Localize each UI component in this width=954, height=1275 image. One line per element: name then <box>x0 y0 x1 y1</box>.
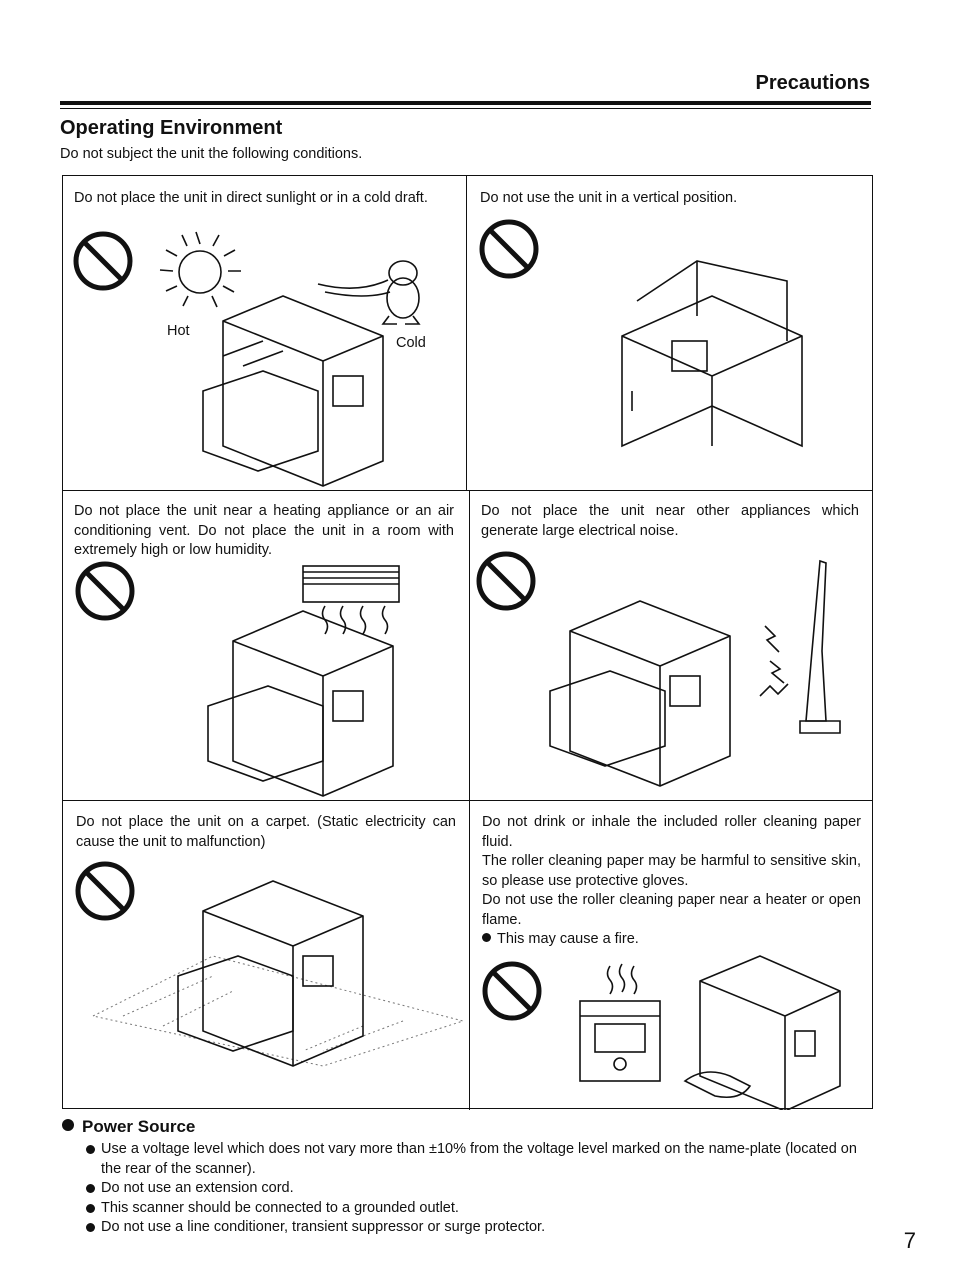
hot-label: Hot <box>167 323 190 339</box>
page-number: 7 <box>903 1228 916 1253</box>
penguin-icon <box>317 260 421 325</box>
bullet-dot <box>482 933 491 942</box>
cell-5-illustration <box>75 861 465 1067</box>
grid-divider-row-2 <box>63 800 873 801</box>
list-item: This scanner should be connected to a gr… <box>86 1199 878 1219</box>
cell-6-text: Do not drink or inhale the included roll… <box>482 813 861 950</box>
cell-2-text: Do not use the unit in a vertical positi… <box>480 190 738 206</box>
cell-6-bullet: This may cause a fire. <box>482 930 861 950</box>
bullet-dot <box>86 1145 95 1154</box>
prohibition-icon <box>75 861 135 921</box>
power-item-text: Use a voltage level which does not vary … <box>101 1141 857 1177</box>
conditions-grid: Do not place the unit in direct sunlight… <box>62 175 873 1110</box>
cell-3-illustration <box>75 561 400 797</box>
prohibition-icon <box>479 219 539 279</box>
grid-divider-row-1 <box>63 490 873 491</box>
prohibition-icon <box>476 551 536 611</box>
prohibition-icon <box>482 961 542 1021</box>
bullet-dot <box>86 1203 95 1213</box>
header-rule-thin <box>60 108 871 109</box>
scanner-illustration <box>207 610 394 797</box>
cell-3-text: Do not place the unit near a heating app… <box>74 503 454 558</box>
cell-6-line-3: Do not use the roller cleaning paper nea… <box>482 892 861 928</box>
heater-icon <box>579 963 661 1082</box>
scanner-illustration <box>699 955 841 1110</box>
list-item: Use a voltage level which does not vary … <box>86 1140 878 1179</box>
prohibition-icon <box>75 561 135 621</box>
bullet-dot <box>86 1223 95 1232</box>
grid-divider-vertical-top <box>466 176 467 490</box>
section-subtitle: Do not subject the unit the following co… <box>60 146 363 162</box>
header-rule-thick <box>60 101 871 105</box>
cell-6-line-1: Do not drink or inhale the included roll… <box>482 814 861 850</box>
power-item-text: This scanner should be connected to a gr… <box>101 1199 459 1216</box>
cell-1-illustration: Hot Cold <box>73 231 426 487</box>
section-title: Operating Environment <box>60 117 283 139</box>
carpet-pattern <box>91 955 465 1067</box>
prohibition-icon <box>73 231 133 291</box>
cell-6-line-2: The roller cleaning paper may be harmful… <box>482 853 861 889</box>
header-title: Precautions <box>755 72 870 94</box>
power-item-text: Do not use an extension cord. <box>101 1180 294 1196</box>
cold-label: Cold <box>396 335 426 351</box>
cell-2-illustration <box>479 219 803 448</box>
cell-5-text: Do not place the unit on a carpet. (Stat… <box>76 814 456 850</box>
power-source-title-text: Power Source <box>82 1117 196 1136</box>
list-item: Do not use a line conditioner, transient… <box>86 1218 878 1238</box>
cell-6-illustration <box>482 955 841 1110</box>
vacuum-cleaner-icon <box>759 559 841 734</box>
cell-6-bullet-text: This may cause a fire. <box>497 931 639 947</box>
power-source-list: Use a voltage level which does not vary … <box>86 1140 878 1238</box>
bullet-dot <box>86 1184 95 1193</box>
scanner-illustration <box>621 260 803 448</box>
sun-icon <box>159 231 241 308</box>
bullet-dot <box>62 1119 74 1131</box>
air-conditioner-icon <box>302 565 400 635</box>
list-item: Do not use an extension cord. <box>86 1179 878 1199</box>
cell-1-text: Do not place the unit in direct sunlight… <box>74 190 428 206</box>
cell-4-text: Do not place the unit near other applian… <box>481 503 859 539</box>
hand-glove-icon <box>683 1071 752 1099</box>
scanner-illustration <box>202 295 384 487</box>
scanner-illustration <box>177 880 364 1067</box>
power-source-title: Power Source <box>62 1117 195 1137</box>
power-item-text: Do not use a line conditioner, transient… <box>101 1219 546 1235</box>
cell-4-illustration <box>476 551 841 787</box>
scanner-illustration <box>549 600 731 787</box>
